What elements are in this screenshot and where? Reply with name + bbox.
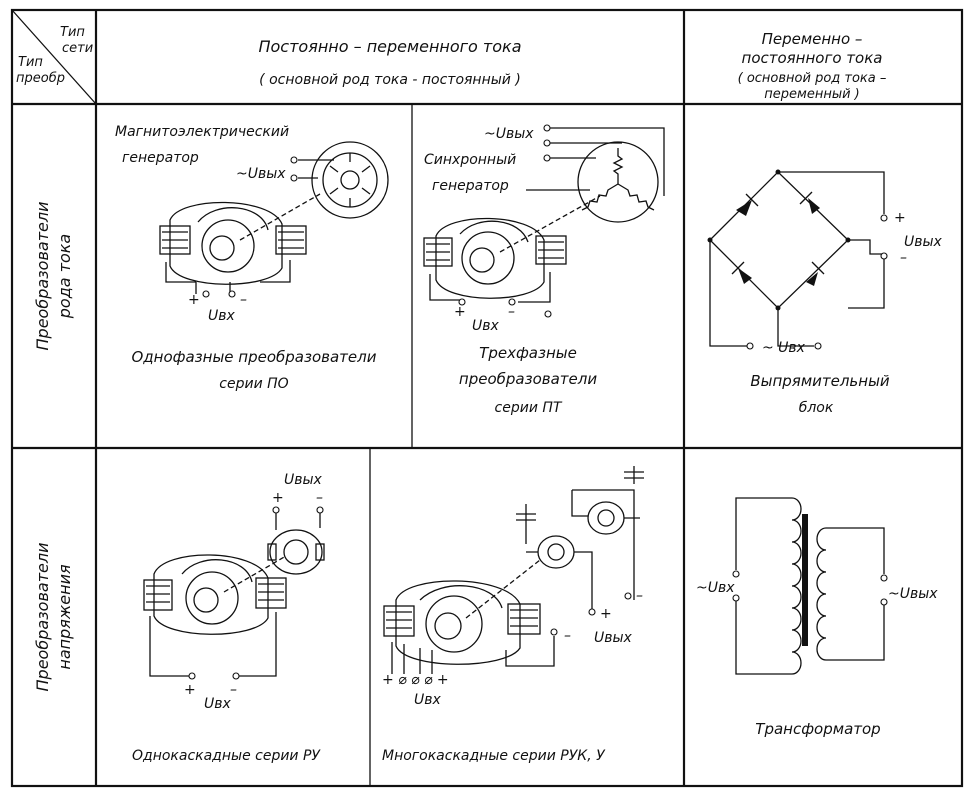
table-border <box>10 8 964 788</box>
ac-title-1: Переменно – <box>762 30 863 48</box>
single-stage-machine <box>143 554 287 677</box>
multi-stage-caption: Многокаскадные серии РУК, У <box>382 748 606 764</box>
single-phase-plus: + <box>188 292 200 308</box>
three-phase-plus: + <box>454 304 466 320</box>
multi-stage-minus: – <box>564 628 571 644</box>
magneto-label-1: Магнитоэлектрический <box>115 124 289 140</box>
single-phase-minus: – <box>240 292 247 308</box>
single-stage-out-label: Uвых <box>284 472 323 488</box>
row2-label-2: напряжения <box>55 564 74 670</box>
rectifier-caption-2: блок <box>799 400 834 416</box>
multi-stage-out-label: Uвых <box>594 630 633 646</box>
cell-three-phase: ~Uвых Синхронный генератор <box>423 124 665 416</box>
ac-title-2: постоянного тока <box>742 49 883 67</box>
corner-network-type-1: Тип <box>60 25 85 40</box>
magneto-generator-symbol <box>290 141 389 219</box>
rectifier-out-label: Uвых <box>904 234 943 250</box>
three-phase-machine <box>423 195 601 303</box>
three-phase-out-label: ~Uвых <box>484 126 534 142</box>
row-header-voltage: Преобразователи напряжения <box>33 543 74 692</box>
multi-stage-minus-2: – <box>636 588 643 604</box>
row1-label-1: Преобразователи <box>33 202 52 351</box>
magneto-label-2: генератор <box>122 150 199 166</box>
sync-generator-label-2: генератор <box>432 178 509 194</box>
corner-diagonal <box>11 9 97 105</box>
transformer-symbol <box>735 497 885 675</box>
diode-bridge-symbol <box>707 169 851 311</box>
single-stage-minus: – <box>316 490 323 506</box>
cell-rectifier: + – Uвых ~ Uвх Выпрямительный блок <box>707 169 943 416</box>
single-phase-caption-2: серии ПО <box>219 376 288 392</box>
multi-stage-intermediate-machine <box>526 535 593 612</box>
cell-transformer: ~Uвх ~Uвых Трансформатор <box>696 497 938 738</box>
three-phase-caption-2: преобразователи <box>459 370 597 388</box>
single-stage-in-minus: – <box>230 682 237 698</box>
three-phase-winding-symbol <box>577 141 659 223</box>
column-header-ac: Переменно – постоянного тока ( основной … <box>738 30 887 102</box>
cell-multi-stage: – + – Uвых + ⌀ ⌀ ⌀ + Uвх Многокаскадные … <box>382 466 644 764</box>
cell-single-stage: Uвых + – + – Uвх Однокаскадные серии <box>132 472 325 764</box>
transformer-in-label: ~Uвх <box>696 580 735 596</box>
ac-note-2: переменный ) <box>764 87 859 102</box>
single-phase-caption-1: Однофазные преобразователи <box>132 348 377 366</box>
three-phase-minus: – <box>508 304 515 320</box>
rectifier-caption-1: Выпрямительный <box>750 372 890 390</box>
row-header-current-type: Преобразователи рода тока <box>33 202 74 351</box>
single-stage-output-machine <box>267 513 325 575</box>
transformer-out-label: ~Uвых <box>888 586 938 602</box>
dc-ac-title: Постоянно – переменного тока <box>258 37 521 56</box>
three-phase-caption-1: Трехфазные <box>479 344 577 362</box>
rectifier-in-label: ~ Uвх <box>762 340 806 356</box>
three-phase-in-label: Uвх <box>472 318 499 334</box>
corner-network-type-2: сети <box>62 41 93 56</box>
single-stage-in-label: Uвх <box>204 696 231 712</box>
rectifier-minus: – <box>900 250 907 266</box>
three-phase-caption-3: серии ПТ <box>495 400 563 416</box>
rectifier-plus: + <box>894 210 906 226</box>
table-grid <box>10 8 964 788</box>
column-header-dc-ac: Постоянно – переменного тока ( основной … <box>258 37 521 88</box>
single-phase-in-label: Uвх <box>208 308 235 324</box>
single-phase-machine <box>159 193 321 285</box>
row1-label-2: рода тока <box>55 234 74 319</box>
multi-stage-in-label: Uвх <box>414 692 441 708</box>
corner-converter-type-2: преобр <box>16 71 65 86</box>
single-phase-out-label: ~Uвых <box>236 166 286 182</box>
dc-ac-note: ( основной род тока - постоянный ) <box>259 72 521 88</box>
transformer-caption: Трансформатор <box>755 720 880 738</box>
ac-note-1: ( основной род тока – <box>738 71 887 86</box>
corner-cell: Тип сети Тип преобр <box>16 25 93 86</box>
row2-label-1: Преобразователи <box>33 543 52 692</box>
single-stage-plus: + <box>272 490 284 506</box>
single-stage-in-plus: + <box>184 682 196 698</box>
sync-generator-label-1: Синхронный <box>424 152 516 168</box>
multi-stage-capacitors <box>516 466 644 600</box>
multi-stage-plus: + <box>600 606 612 622</box>
corner-converter-type-1: Тип <box>18 55 43 70</box>
multi-stage-exciter <box>571 490 640 535</box>
multi-stage-in-signs: + ⌀ ⌀ ⌀ + <box>382 672 449 688</box>
cell-single-phase: Магнитоэлектрический генератор ~Uвых <box>115 124 389 392</box>
single-stage-caption: Однокаскадные серии РУ <box>132 748 321 764</box>
multi-stage-main-machine <box>383 559 555 674</box>
